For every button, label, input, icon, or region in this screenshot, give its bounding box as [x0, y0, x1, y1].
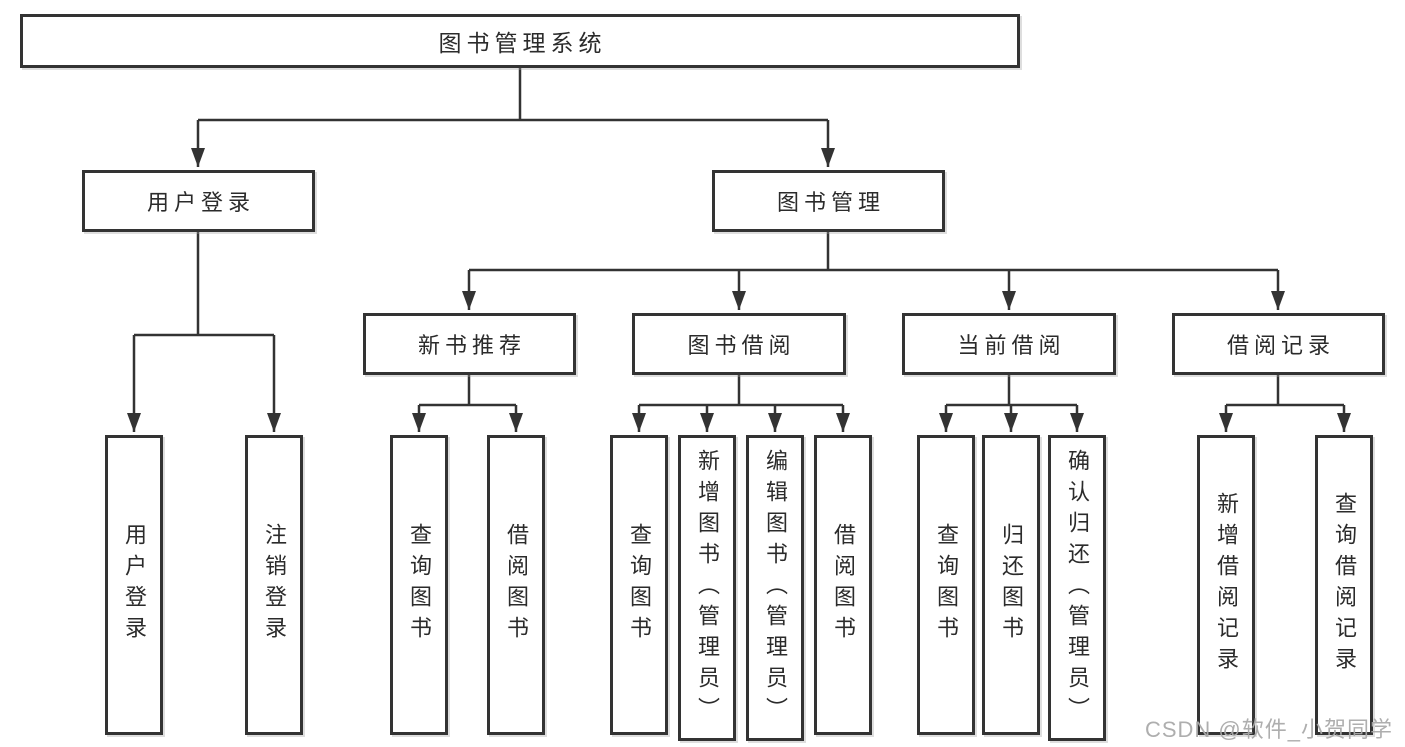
leaf-borrow-books: 借阅图书	[487, 435, 545, 735]
node-label: 借阅图书	[831, 523, 856, 647]
node-label: 确认归还（管理员）	[1065, 448, 1090, 728]
leaf-return-books: 归还图书	[982, 435, 1040, 735]
leaf-confirm-return-admin: 确认归还（管理员）	[1048, 435, 1106, 741]
node-user-login: 用户登录	[82, 170, 315, 232]
connector-book-mgmt	[469, 232, 1278, 272]
node-label: 注销登录	[262, 523, 287, 647]
node-label: 查询图书	[934, 523, 959, 647]
leaf-user-login: 用户登录	[105, 435, 163, 735]
connector-book-borrow	[639, 375, 843, 407]
node-label: 图书管理	[776, 190, 885, 215]
node-label: 查询图书	[407, 523, 432, 647]
leaf-query-books: 查询图书	[610, 435, 668, 735]
connector-new-book	[419, 375, 516, 407]
node-label: 图书借阅	[687, 333, 796, 358]
connector-borrow-record	[1226, 375, 1344, 407]
node-label: 借阅图书	[504, 523, 529, 647]
node-label: 查询借阅记录	[1332, 492, 1357, 678]
node-borrow-record: 借阅记录	[1172, 313, 1385, 375]
leaf-add-borrow-record: 新增借阅记录	[1197, 435, 1255, 735]
leaf-add-books-admin: 新增图书（管理员）	[678, 435, 736, 741]
node-label: 用户登录	[146, 190, 255, 215]
node-label: 用户登录	[122, 523, 147, 647]
connector-user-login	[134, 232, 274, 337]
node-label: 新增借阅记录	[1214, 492, 1239, 678]
leaf-query-books: 查询图书	[917, 435, 975, 735]
node-book-borrow: 图书借阅	[632, 313, 846, 375]
node-label: 图书管理系统	[438, 30, 607, 56]
leaf-query-borrow-record: 查询借阅记录	[1315, 435, 1373, 735]
node-label: 查询图书	[627, 523, 652, 647]
connector-root	[198, 68, 828, 122]
leaf-edit-books-admin: 编辑图书（管理员）	[746, 435, 804, 741]
node-label: 编辑图书（管理员）	[763, 448, 788, 728]
node-label: 归还图书	[999, 523, 1024, 647]
node-book-management: 图书管理	[712, 170, 945, 232]
leaf-query-books: 查询图书	[390, 435, 448, 735]
node-new-book-recommend: 新书推荐	[363, 313, 576, 375]
node-library-system: 图书管理系统	[20, 14, 1020, 68]
leaf-borrow-books: 借阅图书	[814, 435, 872, 735]
node-label: 新书推荐	[417, 333, 526, 358]
node-label: 当前借阅	[957, 333, 1066, 358]
connector-current-borrow	[946, 375, 1077, 407]
node-current-borrow: 当前借阅	[902, 313, 1116, 375]
csdn-watermark: CSDN @软件_小贺同学	[1144, 717, 1393, 742]
leaf-logout: 注销登录	[245, 435, 303, 735]
node-label: 借阅记录	[1226, 333, 1335, 358]
node-label: 新增图书（管理员）	[695, 448, 720, 728]
